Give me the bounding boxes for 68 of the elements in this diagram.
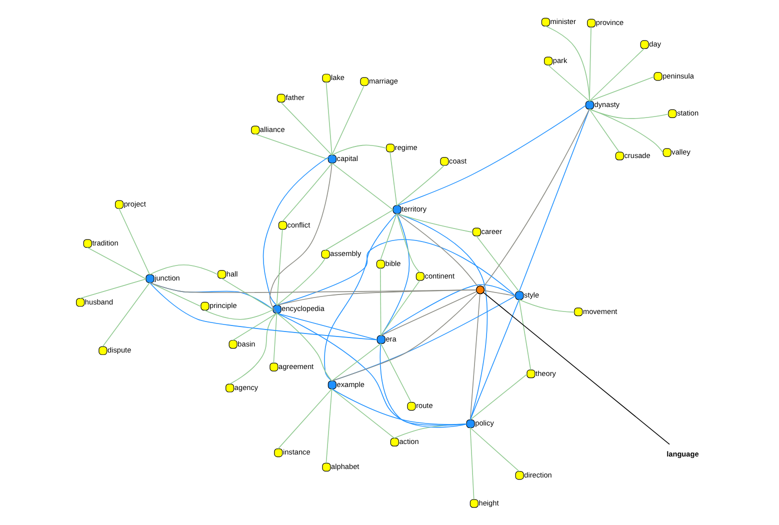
connector [331,85,364,156]
connector [396,213,420,273]
connector [396,213,473,233]
connector [148,282,378,340]
connector [79,278,146,299]
connector [204,309,273,320]
connector [396,213,478,287]
connector [86,247,146,280]
connector [588,76,654,102]
connector [254,134,328,160]
connector [276,312,332,382]
connector [469,427,474,500]
connector [276,228,282,306]
connector [396,213,488,420]
connector [324,209,394,251]
connector [148,264,218,276]
connector [396,165,444,206]
connector [380,213,410,336]
connector [380,291,476,336]
connector [396,105,586,206]
connector [280,102,332,156]
connector [276,312,378,340]
connector [232,312,277,341]
connector [282,162,332,222]
connector [272,312,277,364]
connector [588,108,620,152]
connector [277,388,332,450]
connector [262,154,332,306]
connector [469,374,527,420]
connector [547,64,590,102]
connector [483,290,516,296]
connector [102,282,150,348]
connector [325,82,332,156]
connector [220,278,273,310]
connector [469,299,520,420]
connector [389,152,397,206]
node-circle [475,286,484,294]
connector [330,343,381,382]
connector [380,280,420,336]
connector [482,108,590,288]
connector [324,213,397,382]
connector [379,268,381,336]
connector [476,236,520,292]
connector [330,292,478,382]
connector [469,294,480,420]
connector [330,296,516,382]
connector [380,284,516,336]
connector [380,343,412,403]
connector [276,312,466,428]
connector [588,48,644,102]
connector [330,388,466,425]
connector [148,282,476,293]
connector [379,213,397,261]
connector [518,299,574,313]
connector [588,26,591,102]
connector [330,388,394,439]
connector [469,427,520,472]
connector [325,388,332,464]
connector [518,108,590,292]
connector [588,108,664,154]
connector [331,144,386,156]
connector [276,239,516,306]
connector [331,162,394,210]
connector [276,258,326,306]
connector [588,108,668,119]
connector [379,343,466,426]
connector [518,299,531,370]
connector [118,208,150,276]
